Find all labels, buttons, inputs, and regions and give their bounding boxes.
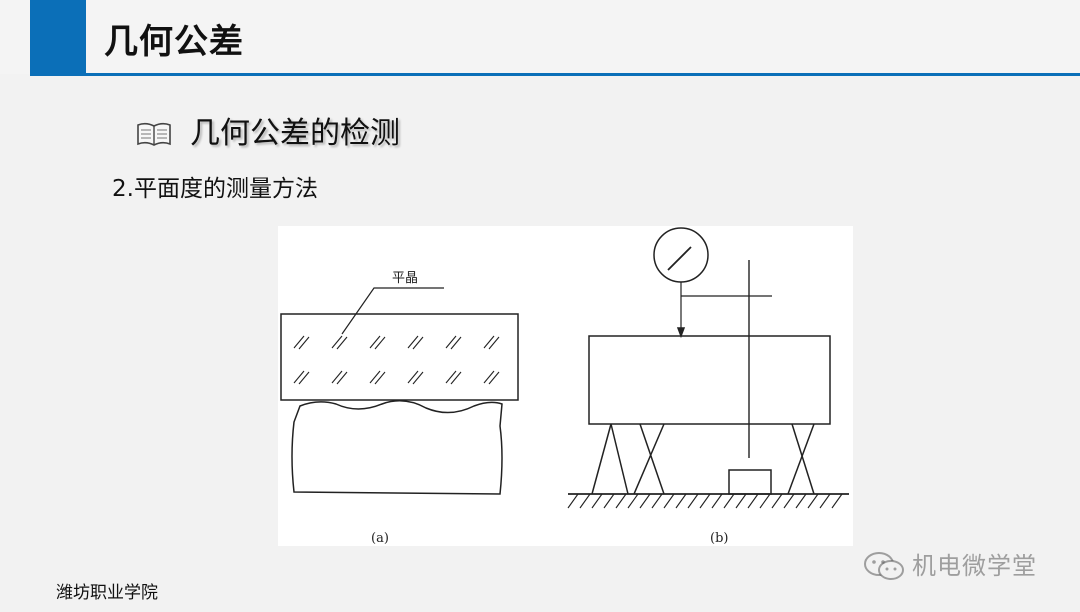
school-name: 潍坊职业学院 [56,583,158,603]
book-icon [137,122,171,146]
stand-base [728,469,772,495]
figure-a [280,287,519,495]
adjustable-support-left [591,423,665,495]
watermark: 机电微学堂 [862,549,1037,583]
section-heading: 几何公差的检测 [136,114,400,154]
section-title: 几何公差的检测 [190,116,400,151]
dial-indicator [653,227,709,283]
label-leader [341,287,444,335]
header-divider-line [30,73,1080,76]
flatness-measurement-figure: 平晶 (a) [278,226,853,546]
caption-a: (a) [371,531,389,546]
figure-b [567,227,849,509]
header-accent-block [30,0,86,74]
page-title: 几何公差 [104,22,244,62]
watermark-text: 机电微学堂 [912,552,1037,580]
dial-needle [667,246,692,271]
header-bar [0,0,1080,74]
caption-b: (b) [710,531,728,546]
flat-crystal [280,313,519,401]
workpiece-b [588,335,831,425]
sub-heading: 2.平面度的测量方法 [112,176,318,202]
label-flat-crystal: 平晶 [392,271,418,286]
crystal-hatching [293,335,500,385]
surface-plate-hatching [567,493,843,509]
figure-drawing: 平晶 (a) [280,227,849,546]
workpiece [291,400,503,495]
adjustable-support-right [787,423,815,495]
wechat-icon [864,552,904,580]
contact-point-arrow [676,327,686,339]
